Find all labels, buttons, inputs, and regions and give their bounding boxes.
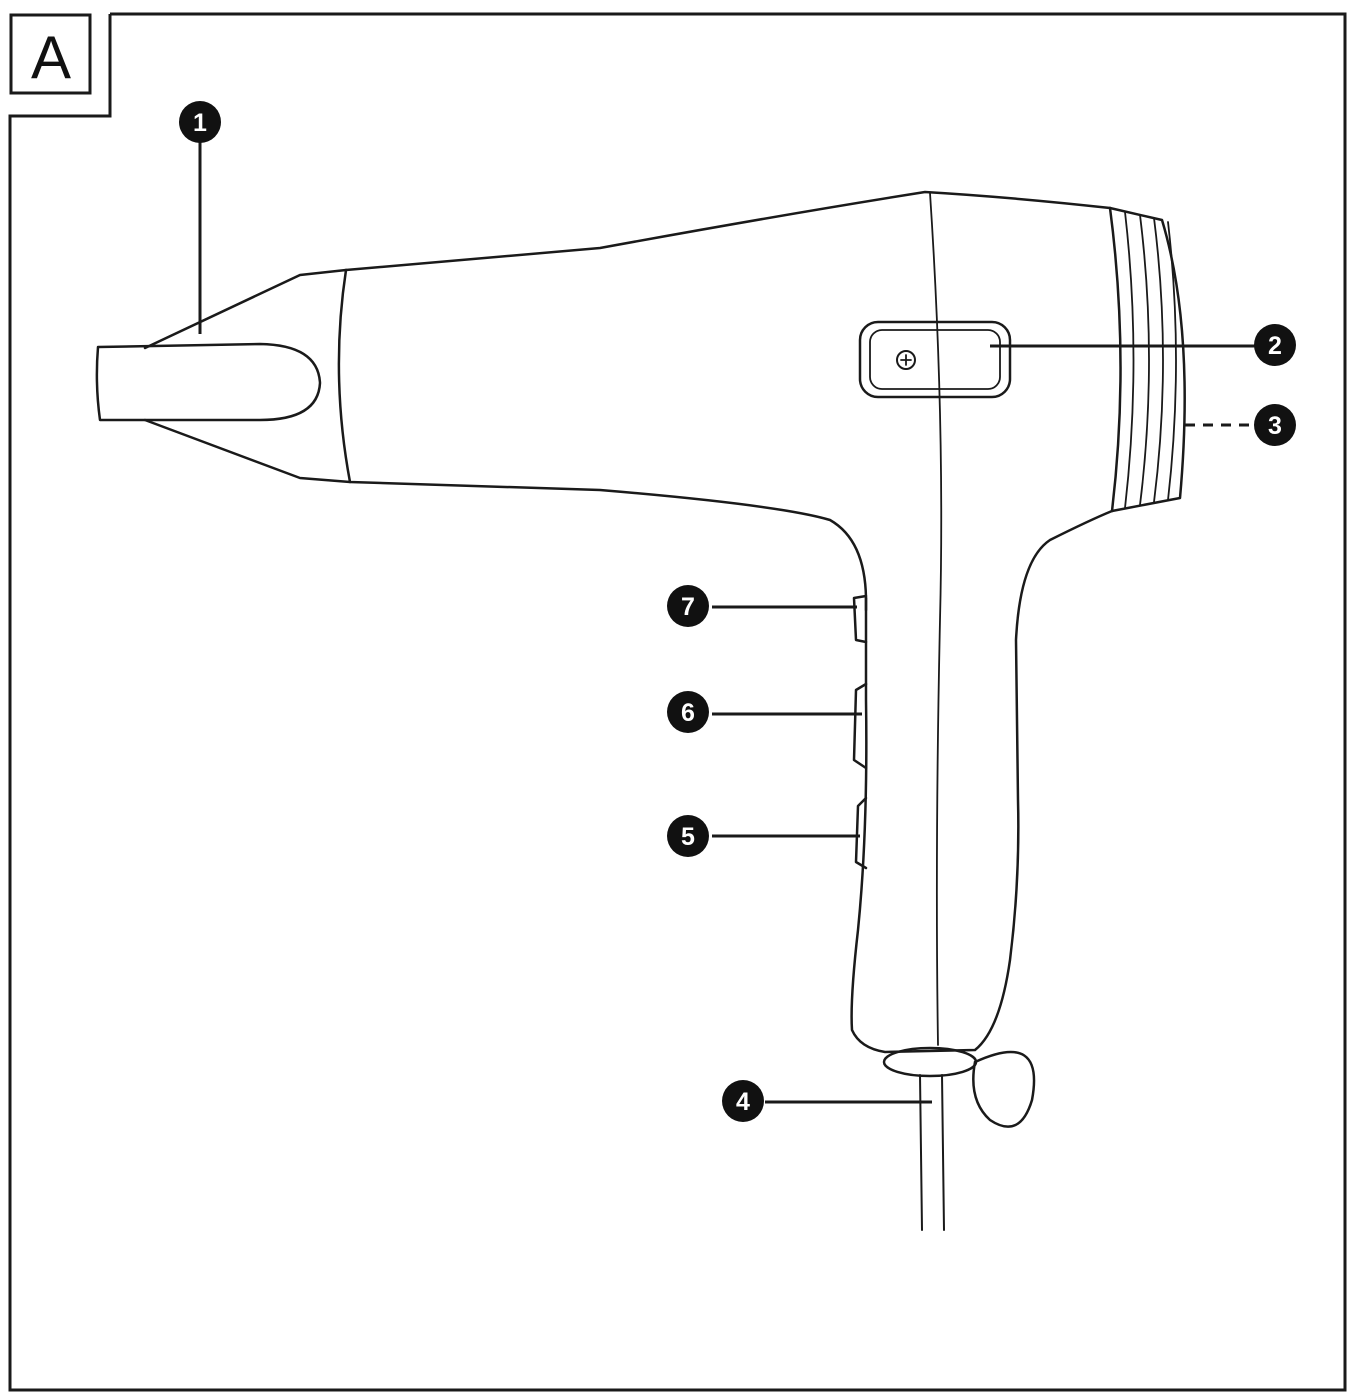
snowflake-icon	[896, 350, 916, 370]
callout-5-label: 5	[681, 823, 695, 851]
power-cord	[919, 1074, 945, 1231]
callout-badges: 1 2 3 4 5 6 7	[179, 101, 1296, 1122]
leader-lines	[198, 142, 1255, 1104]
callout-4-label: 4	[736, 1088, 750, 1116]
temperature-switch	[854, 796, 868, 870]
callout-1-label: 1	[193, 109, 207, 137]
callout-2-label: 2	[1268, 332, 1282, 360]
callout-2: 2	[1254, 324, 1296, 366]
body-seam	[929, 192, 943, 1046]
callout-6: 6	[667, 691, 709, 733]
body-barrel	[337, 268, 868, 612]
nozzle-taper	[143, 268, 348, 350]
callout-1: 1	[179, 101, 221, 143]
cool-shot-button	[858, 320, 1012, 399]
speed-switch	[852, 682, 868, 770]
callout-3-label: 3	[1268, 412, 1282, 440]
callout-5: 5	[667, 815, 709, 857]
rear-casing	[1108, 206, 1122, 513]
handle	[850, 509, 1114, 1054]
panel-label: A	[31, 24, 71, 91]
slider-switch	[852, 594, 868, 644]
hanging-loop	[972, 1050, 1036, 1128]
callout-4: 4	[722, 1080, 764, 1122]
nozzle-tip	[95, 342, 322, 422]
callout-6-label: 6	[681, 699, 695, 727]
callout-3: 3	[1254, 404, 1296, 446]
hair-dryer-illustration	[95, 190, 1186, 1231]
panel-label-box: A	[9, 13, 92, 95]
callout-7-label: 7	[681, 593, 695, 621]
callout-7: 7	[667, 585, 709, 627]
diagram-frame	[8, 12, 1347, 1392]
